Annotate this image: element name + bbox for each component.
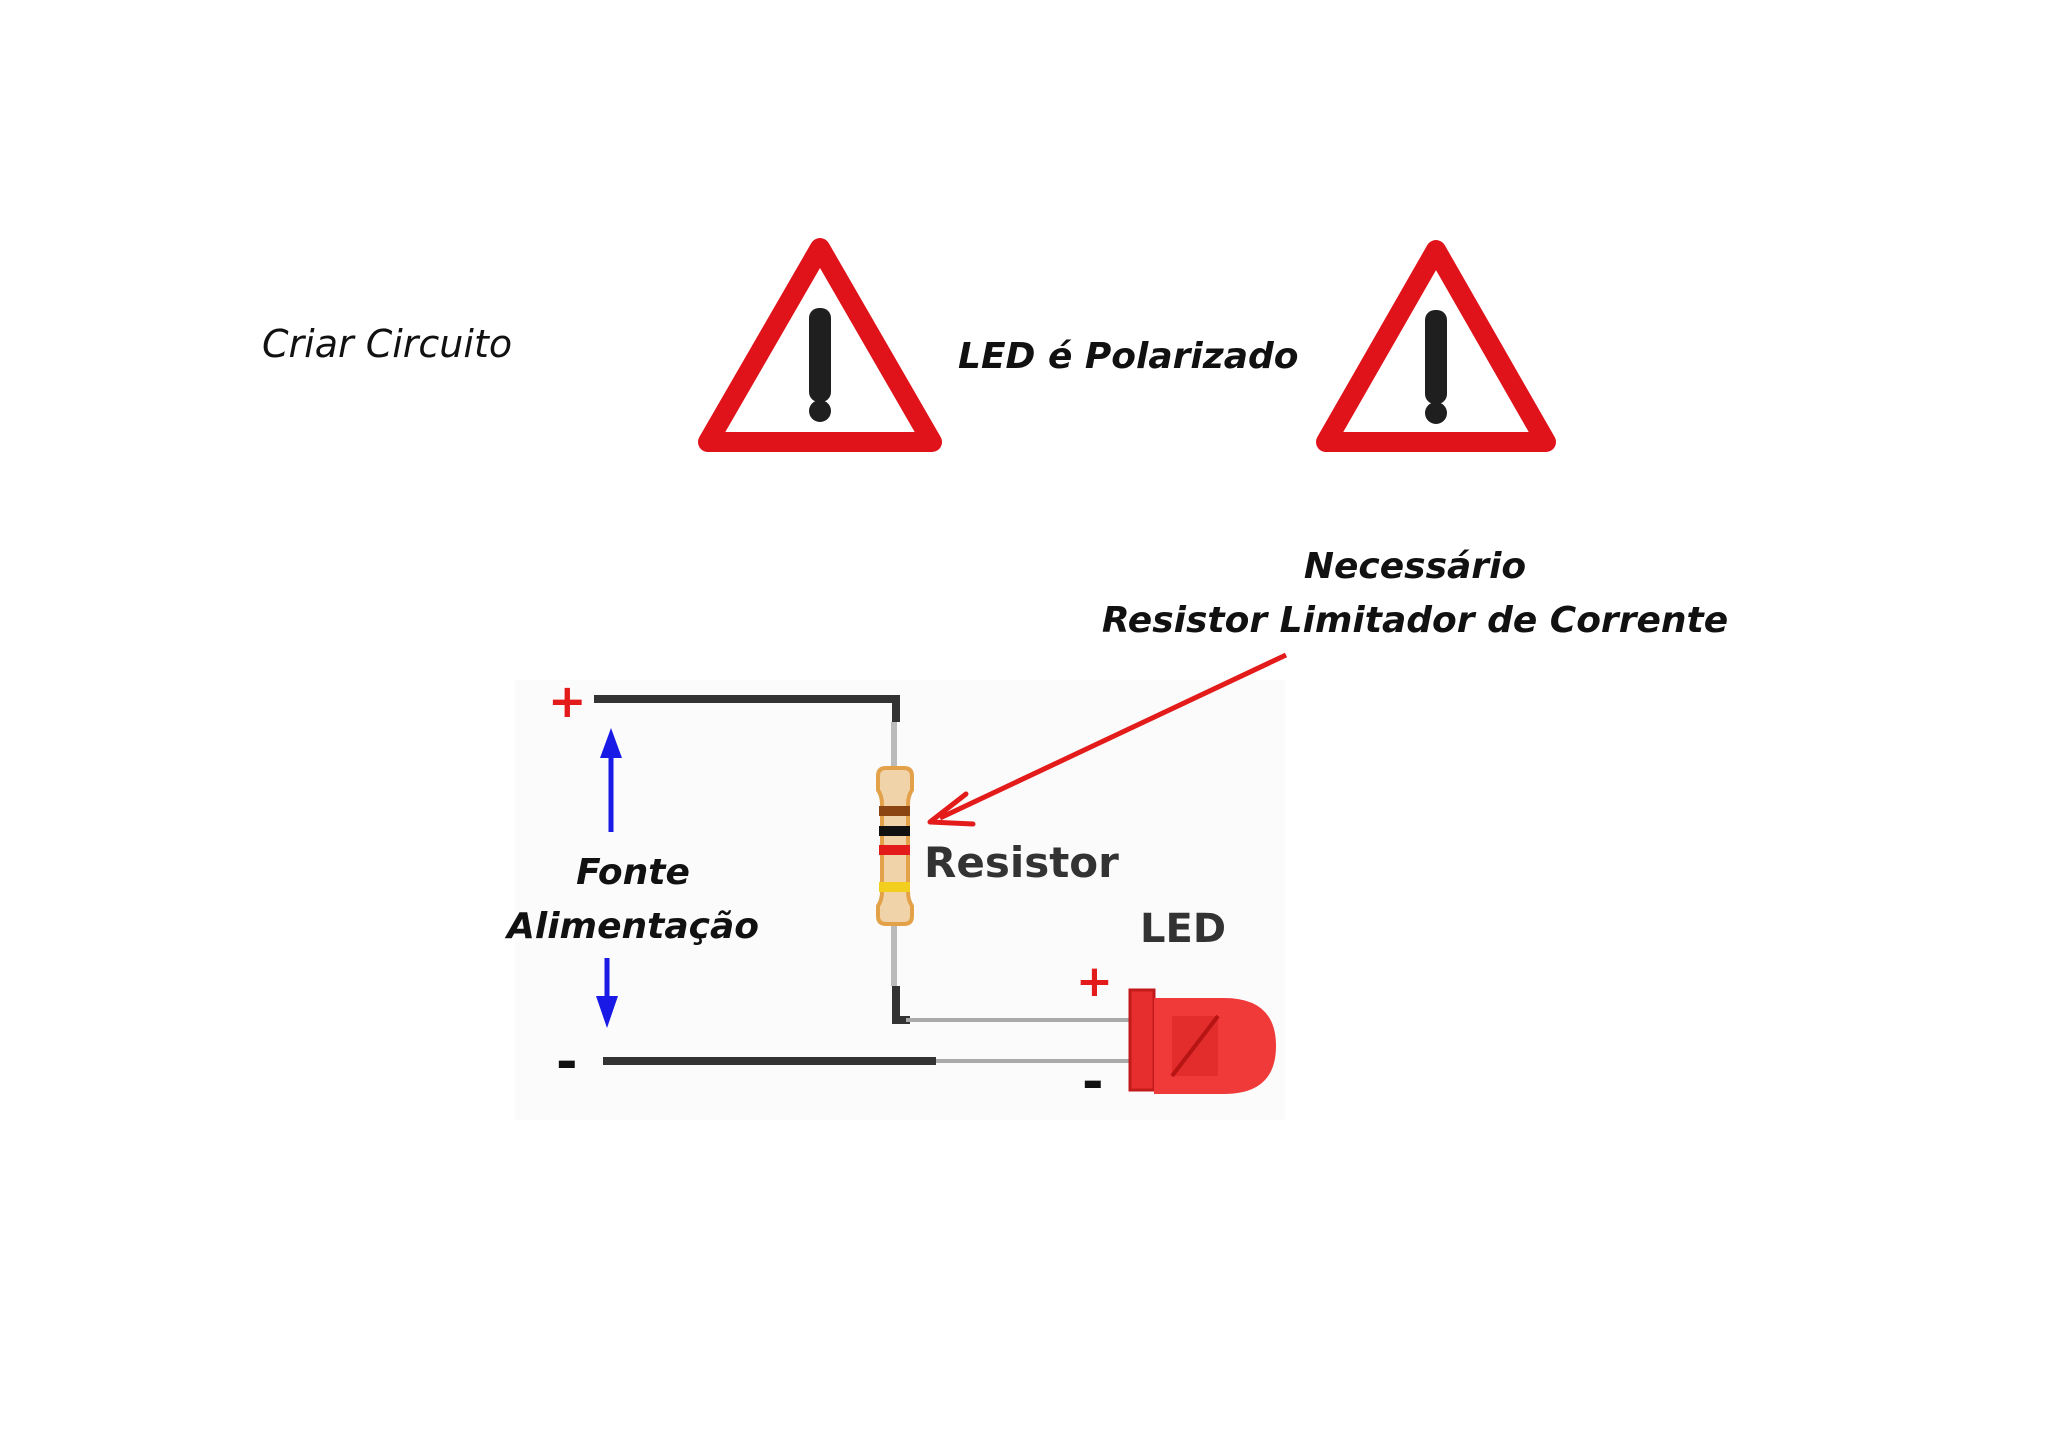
led-plus-sign: + — [1076, 956, 1113, 1007]
resistor-note-line2: Resistor Limitador de Corrente — [1101, 600, 1729, 641]
wire-led-anode — [892, 986, 910, 1024]
voltage-arrow-down — [596, 958, 618, 1028]
warning-triangle-icon — [1316, 240, 1556, 452]
resistor-component — [876, 766, 914, 926]
warning-triangle-icon — [698, 238, 942, 452]
create-circuit-title: Criar Circuito — [262, 322, 513, 366]
led-minus-sign: - — [1082, 1052, 1104, 1112]
led-polarized-title: LED é Polarizado — [958, 336, 1299, 377]
power-supply-label: Fonte Alimentação — [500, 846, 766, 954]
resistor-label: Resistor — [924, 838, 1119, 887]
resistor-note-line1: Necessário — [1303, 546, 1527, 587]
voltage-arrow-up — [600, 728, 622, 832]
power-supply-line2: Alimentação — [507, 906, 759, 947]
source-plus-sign: + — [548, 674, 587, 728]
resistor-note: Necessário Resistor Limitador de Corrent… — [1040, 540, 1790, 648]
led-component — [1128, 988, 1276, 1094]
wire-positive — [594, 695, 900, 722]
source-minus-sign: - — [556, 1032, 578, 1092]
power-supply-line1: Fonte — [576, 852, 690, 893]
led-label: LED — [1140, 906, 1227, 952]
pointer-arrow — [927, 652, 1288, 827]
